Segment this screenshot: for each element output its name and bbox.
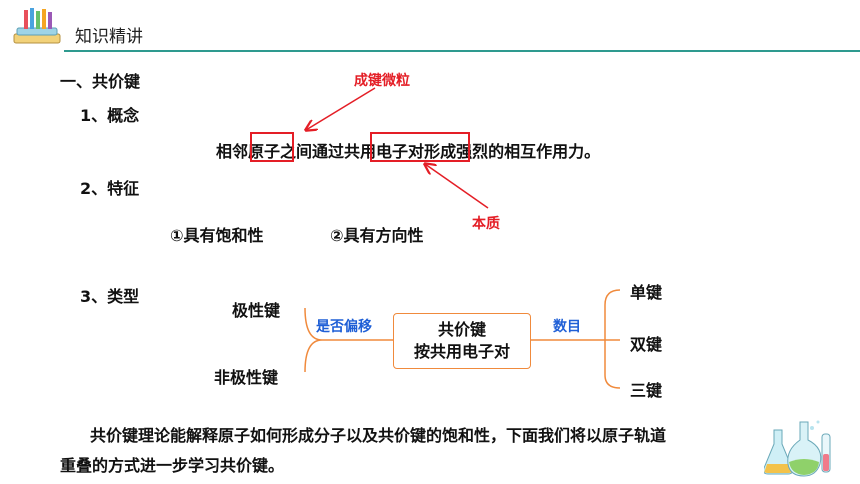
feature-saturation: ①具有饱和性 — [170, 226, 264, 245]
header-bar — [10, 8, 850, 48]
header-title: 知识精讲 — [75, 27, 143, 47]
feature-label: 2、特征 — [80, 179, 140, 198]
right-bracket — [600, 289, 621, 389]
highlight-box-shared-pair — [370, 132, 470, 162]
concept-label: 1、概念 — [80, 106, 140, 125]
arrow-to-atom — [306, 87, 376, 130]
center-box: 共价键 按共用电子对 — [393, 313, 531, 369]
triple-bond: 三键 — [630, 381, 663, 400]
left-bracket — [304, 307, 393, 373]
definition-mid: 之间通过 — [280, 142, 345, 161]
center-box-subtitle: 按共用电子对 — [413, 342, 510, 361]
section-heading: 一、共价键 — [60, 72, 141, 91]
lab-flasks-icon — [764, 420, 831, 477]
nonpolar-bond: 非极性键 — [214, 368, 279, 387]
definition-pre: 相邻 — [216, 142, 249, 161]
branch-label-offset: 是否偏移 — [316, 319, 372, 335]
definition-shared-pair: 共用电子对 — [344, 142, 425, 161]
arrow-to-shared-pair — [425, 164, 489, 209]
definition-atom: 原子 — [248, 142, 281, 161]
annotation-bonding-particles: 成键微粒 — [354, 73, 410, 89]
paragraph-line2: 重叠的方式进一步学习共价键。 — [60, 456, 285, 475]
center-box-title: 共价键 — [437, 320, 486, 339]
double-bond: 双键 — [630, 335, 663, 354]
header-divider — [64, 50, 860, 52]
highlight-box-atom — [250, 132, 294, 162]
annotation-essence: 本质 — [472, 216, 500, 232]
paragraph-line1: 共价键理论能解释原子如何形成分子以及共价键的饱和性，下面我们将以原子轨道 — [90, 426, 667, 445]
type-label: 3、类型 — [80, 287, 140, 306]
single-bond: 单键 — [630, 283, 663, 302]
branch-label-count: 数目 — [553, 319, 581, 335]
feature-direction: ②具有方向性 — [330, 226, 424, 245]
books-pencils-icon — [13, 8, 61, 44]
polar-bond: 极性键 — [232, 301, 281, 320]
